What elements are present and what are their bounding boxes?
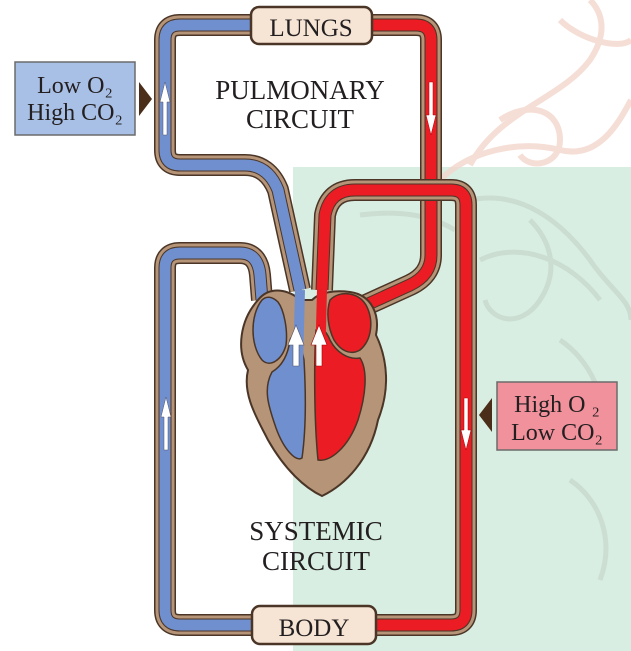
pulmonary-artery-vessel <box>154 14 311 293</box>
arrow-up-icon <box>159 81 171 136</box>
callout-high-o2: High O ₂ <box>514 392 600 418</box>
vessel-flow-arrows <box>159 81 472 451</box>
systemic-circuit-label-line1: SYSTEMIC <box>249 516 383 546</box>
systemic-circuit-label-line2: CIRCUIT <box>262 546 371 576</box>
arrow-up-icon <box>160 396 172 451</box>
vena-cava-vessel <box>154 242 273 636</box>
decorative-ornament <box>437 0 631 183</box>
arrow-up-icon <box>287 324 305 367</box>
vessel-wall <box>158 246 269 632</box>
arrow-up-icon <box>310 324 328 367</box>
arrow-down-icon <box>460 397 472 451</box>
blood-channel <box>159 247 268 631</box>
pulmonary-circuit-label-line2: CIRCUIT <box>246 104 355 134</box>
lungs-label: LUNGS <box>269 15 352 42</box>
blood-channel <box>316 184 472 631</box>
vessel-wall <box>154 242 273 636</box>
callout-low-co2: Low CO₂ <box>511 420 603 446</box>
blood-channel <box>159 19 306 292</box>
left-ventricle <box>313 327 366 461</box>
right-atrium <box>252 296 288 364</box>
deoxygenated-callout: Low O₂ High CO₂ <box>14 61 152 136</box>
blood-channel <box>363 19 437 311</box>
body-label: BODY <box>279 615 350 642</box>
aorta-vessel <box>311 179 477 636</box>
oxygenated-callout: High O ₂ Low CO₂ <box>479 381 618 451</box>
heart <box>240 289 387 498</box>
body-node: BODY <box>250 604 378 646</box>
pointer-left-icon <box>479 398 492 432</box>
left-atrium <box>327 293 372 354</box>
pulmonary-vein-vessel <box>361 14 442 316</box>
pulmonary-circuit-label-line1: PULMONARY <box>215 75 385 105</box>
pointer-right-icon <box>139 82 152 116</box>
heart-flow-arrows <box>287 324 328 367</box>
callout-low-o2: Low O₂ <box>37 73 113 99</box>
vessel-wall <box>155 243 272 635</box>
callout-high-co2: High CO₂ <box>27 100 123 126</box>
arrow-down-icon <box>425 81 437 136</box>
lungs-node: LUNGS <box>249 5 374 46</box>
